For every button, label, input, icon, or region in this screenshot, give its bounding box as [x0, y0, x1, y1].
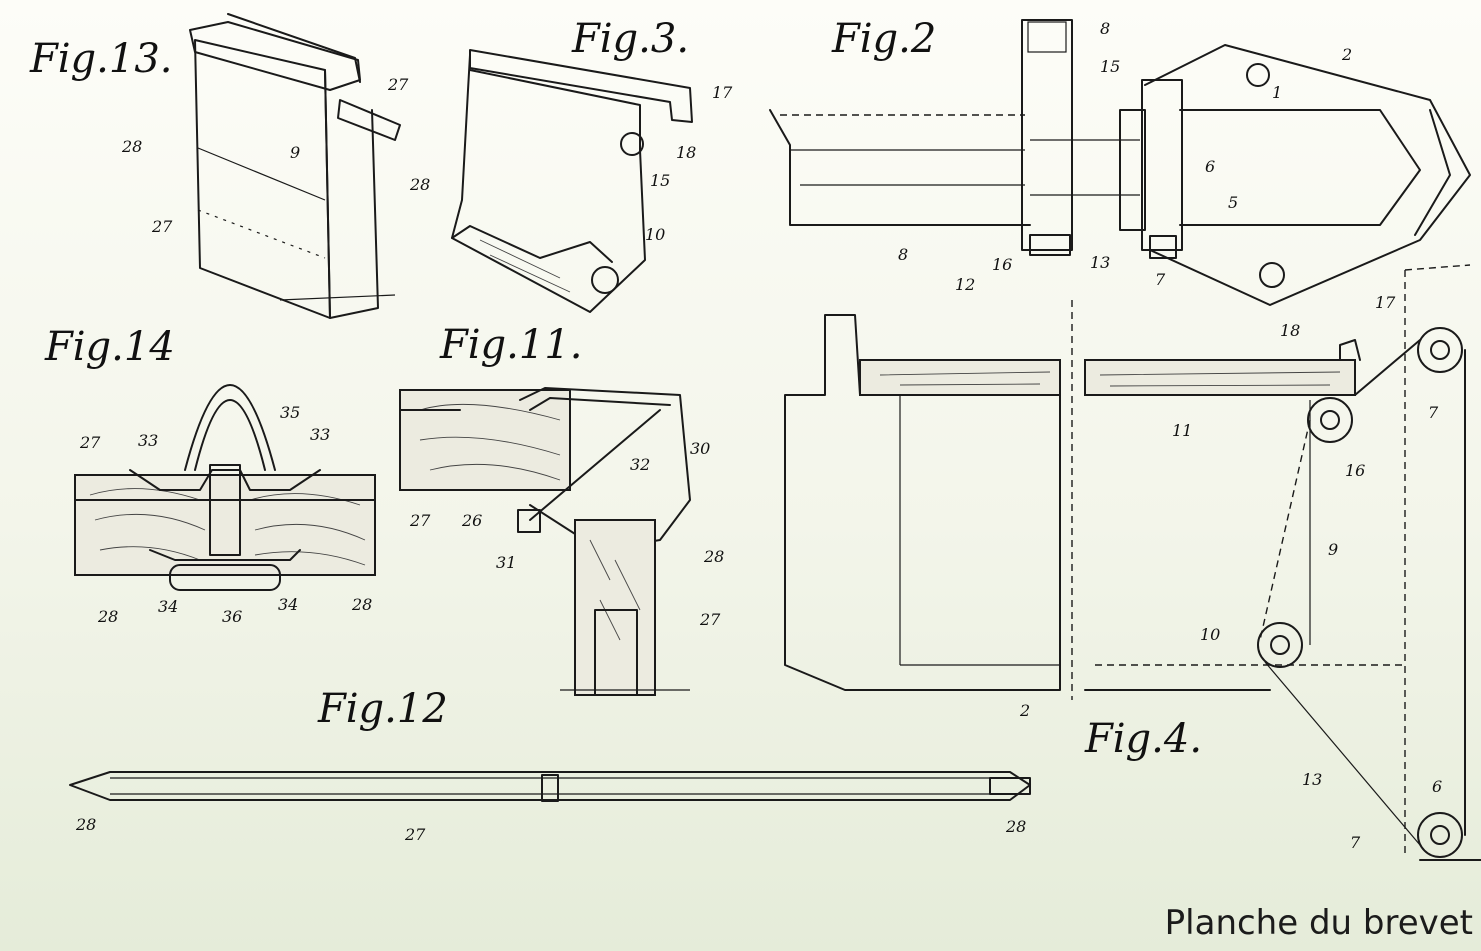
label: 8	[898, 245, 908, 264]
label: 17	[712, 83, 733, 102]
label: 28	[409, 175, 430, 194]
label: 30	[690, 439, 710, 458]
label: 36	[222, 607, 242, 626]
label: 10	[645, 225, 665, 244]
label: 28	[703, 547, 724, 566]
label: 9	[1328, 540, 1338, 559]
label: 35	[280, 403, 300, 422]
figure-3-title: Fig.3.	[571, 16, 689, 62]
label: 11	[1172, 421, 1192, 440]
label: 28	[75, 815, 96, 834]
plate-caption: Planche du brevet	[1164, 903, 1473, 943]
label: 8	[1100, 19, 1110, 38]
label: 13	[1090, 253, 1110, 272]
label: 17	[1375, 293, 1396, 312]
label: 26	[461, 511, 482, 530]
label: 10	[1200, 625, 1220, 644]
label: 16	[992, 255, 1012, 274]
label: 27	[151, 217, 173, 236]
label: 13	[1302, 770, 1322, 789]
label: 27	[387, 75, 409, 94]
label: 7	[1428, 403, 1439, 422]
label: 28	[1005, 817, 1026, 836]
figure-12-drawing	[69, 771, 1031, 802]
label: 7	[1350, 833, 1361, 852]
label: 1	[1272, 83, 1282, 102]
label: 9	[290, 143, 300, 162]
label: 28	[121, 137, 142, 156]
label: 27	[409, 511, 431, 530]
figure-3-drawing	[451, 49, 693, 313]
figure-4-title: Fig.4.	[1084, 716, 1202, 762]
label: 12	[955, 275, 975, 294]
figure-4-drawing	[784, 264, 1481, 861]
label: 34	[278, 595, 298, 614]
figure-11-title: Fig.11.	[439, 322, 582, 368]
label: 27	[79, 433, 101, 452]
label: 27	[699, 610, 721, 629]
label: 33	[310, 425, 330, 444]
figure-14-drawing	[74, 384, 376, 591]
figure-14-title: Fig.14	[44, 324, 175, 370]
label: 32	[630, 455, 650, 474]
figure-11-drawing	[399, 387, 691, 696]
label: 5	[1228, 193, 1238, 212]
label: 27	[404, 825, 426, 844]
label: 16	[1345, 461, 1365, 480]
figure-13-drawing	[189, 13, 401, 319]
figure-12-title: Fig.12	[317, 686, 448, 732]
label: 28	[97, 607, 118, 626]
label: 33	[138, 431, 158, 450]
label: 31	[496, 553, 516, 572]
label: 18	[676, 143, 696, 162]
label: 28	[351, 595, 372, 614]
label: 15	[1100, 57, 1120, 76]
figure-13-title: Fig.13.	[29, 36, 172, 82]
figure-2-drawing	[769, 19, 1471, 306]
label: 6	[1432, 777, 1442, 796]
figure-2-title: Fig.2	[831, 16, 936, 62]
label: 34	[158, 597, 178, 616]
label: 6	[1205, 157, 1215, 176]
label: 15	[650, 171, 670, 190]
label: 7	[1155, 270, 1166, 289]
label: 2	[1341, 45, 1352, 64]
label: 18	[1280, 321, 1300, 340]
label: 2	[1019, 701, 1030, 720]
